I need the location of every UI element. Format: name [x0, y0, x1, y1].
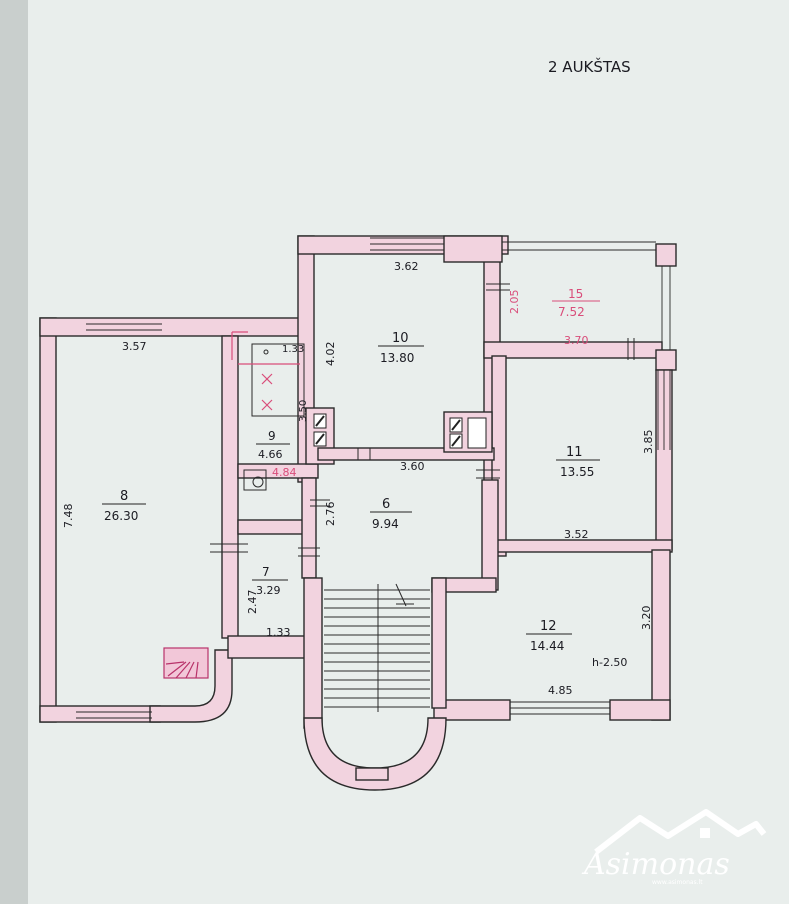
window-room10-top [370, 237, 444, 251]
room-12-area: 14.44 [530, 639, 564, 653]
room-6[interactable]: 6 9.94 3.60 2.76 [324, 460, 425, 531]
room-9[interactable]: 9 4.66 1.33 3.50 4.84 [256, 344, 309, 479]
room-8-area: 26.30 [104, 509, 138, 523]
window-room12-bottom [510, 701, 610, 715]
room-10-dim-width: 3.62 [394, 260, 419, 273]
window-room8-bottom [76, 705, 152, 719]
room-11-id: 11 [566, 445, 583, 460]
logo-wordmark: Asimonas [581, 847, 730, 882]
room-9-dim-width: 1.33 [282, 344, 304, 355]
paper-edge [0, 0, 28, 904]
window-room8-top [86, 317, 162, 337]
room-6-dim-height: 2.76 [324, 502, 337, 527]
wall-room12-right [651, 549, 671, 721]
pink-marks [231, 331, 300, 411]
logo-roofline [594, 809, 767, 855]
room-9-note: 4.84 [272, 466, 297, 479]
room-12-ceiling-height: h-2.50 [592, 656, 627, 669]
wall-room11-bottom [491, 539, 673, 553]
chimney-vents [313, 413, 487, 449]
room-12-dim-height: 3.20 [640, 606, 653, 631]
wall-room12-bottom [433, 699, 511, 721]
room-8[interactable]: 8 26.30 3.57 7.48 [62, 340, 147, 528]
asimonas-logo: Asimonas www.asimonas.lt [581, 809, 767, 886]
room-15-dim-width: 3.70 [564, 334, 589, 347]
room-10-dim-length: 4.02 [324, 342, 337, 367]
window-balcony-right [661, 266, 671, 350]
room-11-dim-height: 3.85 [642, 430, 655, 455]
room-7[interactable]: 7 3.29 2.47 1.33 [246, 565, 291, 639]
room-12-dim-width: 4.85 [548, 684, 573, 697]
walls [39, 235, 677, 791]
room-10-id: 10 [392, 331, 409, 346]
room-8-dim-width: 3.57 [122, 340, 147, 353]
wall-room12-corner [609, 699, 671, 721]
room-15-dim-depth: 2.05 [508, 290, 521, 315]
bathroom-fixtures [231, 331, 305, 491]
wall-stair-left [303, 577, 323, 729]
wall-balcony-corner [443, 235, 503, 263]
room-7-area: 3.29 [256, 584, 281, 597]
spiral-stair [163, 647, 209, 679]
room-6-area: 9.94 [372, 517, 399, 531]
drain [263, 349, 269, 355]
wall-room11-post [655, 349, 677, 371]
room-7-id: 7 [262, 565, 270, 579]
room-9-id: 9 [268, 429, 276, 443]
wall-room8-left [39, 317, 57, 723]
wall-stair-right [431, 577, 447, 709]
plan-title: 2 AUKŠTAS [548, 57, 631, 76]
room-15-area: 7.52 [558, 305, 585, 319]
toilet-bowl [252, 476, 264, 488]
toilet [243, 469, 267, 491]
room-6-id: 6 [382, 497, 390, 512]
room-7-dim-height: 2.47 [246, 590, 259, 615]
room-9-dim-length: 3.50 [298, 400, 309, 422]
wall-room8-bottom [39, 705, 161, 723]
wall-room9-bottom [237, 463, 319, 479]
room-10-area: 13.80 [380, 351, 414, 365]
window-balcony-top [502, 241, 656, 251]
room-7-dim-width: 1.33 [266, 626, 291, 639]
room-15-id: 15 [568, 287, 583, 301]
room-9-area: 4.66 [258, 448, 283, 461]
wall-balcony-post [655, 243, 677, 267]
door-marks [210, 283, 635, 557]
room-11[interactable]: 11 13.55 3.85 3.52 [556, 430, 655, 542]
room-12-id: 12 [540, 619, 557, 634]
room-8-id: 8 [120, 489, 128, 504]
logo-url: www.asimonas.lt [652, 879, 703, 886]
logo-window [700, 828, 710, 838]
staircase [324, 583, 430, 781]
window-room11-right [657, 370, 671, 450]
wall-room8-right [221, 335, 239, 639]
room-11-dim-width: 3.52 [564, 528, 589, 541]
wall-stair-bay [303, 717, 447, 791]
wall-room6-right [481, 479, 499, 591]
windows [76, 237, 671, 719]
room-11-area: 13.55 [560, 465, 594, 479]
room-6-dim-width: 3.60 [400, 460, 425, 473]
wall-room7-right [301, 477, 317, 579]
bathtub [251, 343, 305, 417]
room-8-dim-length: 7.48 [62, 504, 75, 529]
stair-bay-window [355, 767, 389, 781]
room-10[interactable]: 10 13.80 3.62 4.02 [324, 260, 424, 366]
wall-room8-top [39, 317, 301, 337]
room-12[interactable]: 12 14.44 4.85 3.20 h-2.50 [526, 606, 653, 698]
room-15[interactable]: 15 7.52 2.05 3.70 [508, 287, 600, 347]
